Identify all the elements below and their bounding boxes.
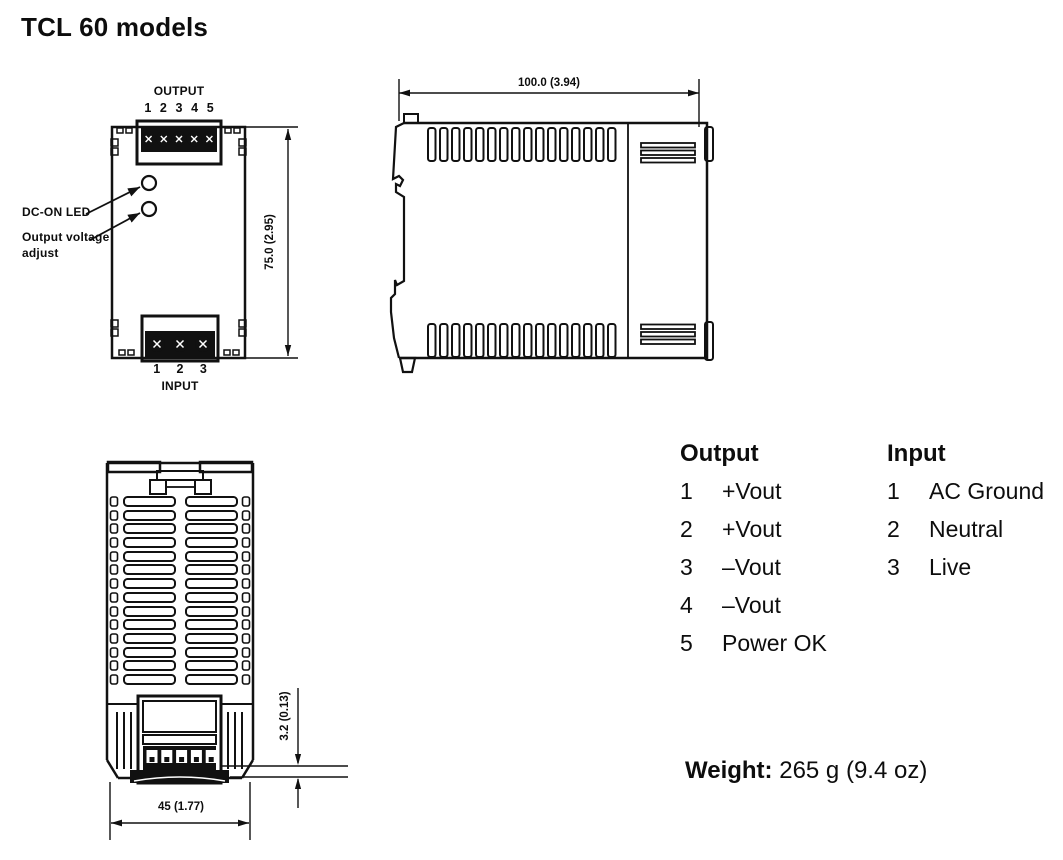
input-pin-1: 1 — [153, 362, 161, 376]
pin-length-dimension-label: 3.2 (0.13) — [279, 691, 291, 741]
output-pin-1: 1 — [144, 101, 152, 115]
side-right-clips — [704, 126, 714, 361]
height-dimension-label: 75.0 (2.95) — [264, 214, 276, 270]
input-legend-row: 1 AC Ground — [887, 477, 1044, 505]
side-terminal-ribs-bottom — [640, 323, 696, 345]
width-dimension-label: 100.0 (3.94) — [517, 77, 581, 89]
output-legend-row: 5 Power OK — [680, 629, 827, 657]
weight-label: Weight: — [685, 757, 773, 784]
voltage-adjust-label: Output voltage adjust — [22, 229, 109, 261]
dc-on-led-circle — [140, 174, 158, 192]
output-pin-5: 5 — [206, 101, 214, 115]
output-pin-3: 3 — [175, 101, 183, 115]
side-view — [389, 79, 714, 374]
input-pin-3: 3 — [199, 362, 207, 376]
bottom-side-ridges — [116, 712, 243, 769]
input-legend: Input 1 AC Ground 2 Neutral 3 Live — [887, 440, 1044, 591]
voltage-adjust-circle — [140, 200, 158, 218]
legend-pin-label: –Vout — [722, 554, 781, 580]
side-vent-slots-bottom — [427, 323, 617, 358]
input-pin-numbers: 1 2 3 — [145, 362, 215, 376]
input-pin-2: 2 — [176, 362, 184, 376]
front-corner-vents — [110, 127, 247, 356]
adjust-leader-line — [89, 212, 141, 241]
input-terminal-label: INPUT — [161, 379, 199, 393]
bottom-view — [105, 460, 348, 840]
bottom-vent-slots — [109, 496, 251, 685]
voltage-adjust-label-line1: Output voltage — [22, 230, 110, 244]
voltage-adjust-label-line2: adjust — [22, 246, 59, 260]
output-pin-numbers: 1 2 3 4 5 — [140, 101, 218, 115]
side-terminal-ribs-top — [640, 142, 696, 164]
output-legend-row: 1 +Vout — [680, 477, 827, 505]
legend-pin-number: 2 — [887, 516, 900, 542]
depth-dimension — [109, 782, 251, 840]
legend-pin-label: +Vout — [722, 478, 782, 504]
front-view — [85, 119, 298, 363]
legend-pin-number: 3 — [887, 554, 900, 580]
legend-pin-number: 4 — [680, 592, 693, 618]
legend-pin-number: 5 — [680, 630, 693, 656]
weight-note: Weight: 265 g (9.4 oz) — [685, 757, 927, 785]
output-legend-row: 2 +Vout — [680, 515, 827, 543]
legend-pin-number: 1 — [887, 478, 900, 504]
legend-pin-label: Live — [929, 554, 972, 580]
output-terminal-block — [135, 119, 223, 166]
input-terminal-block — [140, 314, 220, 363]
legend-pin-label: AC Ground — [929, 478, 1045, 504]
legend-pin-label: Power OK — [722, 630, 827, 656]
depth-dimension-label: 45 (1.77) — [157, 801, 205, 813]
output-legend-header: Output — [680, 440, 759, 467]
din-clip-foot — [398, 356, 417, 374]
side-body-outline — [399, 121, 709, 360]
output-pin-2: 2 — [159, 101, 167, 115]
input-legend-row: 3 Live — [887, 553, 1044, 581]
bottom-terminal-section — [107, 694, 253, 785]
output-legend-row: 4 –Vout — [680, 591, 827, 619]
legend-pin-label: Neutral — [929, 516, 1004, 542]
pin-length-dimension — [222, 688, 348, 808]
input-legend-row: 2 Neutral — [887, 515, 1044, 543]
input-legend-header: Input — [887, 440, 946, 467]
legend-pin-number: 3 — [680, 554, 693, 580]
output-legend-row: 3 –Vout — [680, 553, 827, 581]
led-leader-line — [85, 186, 141, 215]
bottom-din-clip — [106, 460, 254, 495]
output-terminal-label: OUTPUT — [153, 84, 205, 98]
legend-pin-label: +Vout — [722, 516, 782, 542]
side-vent-slots-top — [427, 127, 617, 162]
height-dimension — [246, 126, 298, 359]
output-legend: Output 1 +Vout 2 +Vout 3 –Vout 4 –Vout 5… — [680, 440, 827, 667]
dc-on-led-label: DC-ON LED — [22, 205, 91, 219]
legend-pin-label: –Vout — [722, 592, 781, 618]
side-top-tab — [403, 113, 419, 124]
width-dimension — [398, 79, 700, 127]
legend-pin-number: 1 — [680, 478, 693, 504]
weight-value: 265 g (9.4 oz) — [779, 757, 928, 784]
output-pin-4: 4 — [191, 101, 199, 115]
page-title: TCL 60 models — [21, 12, 209, 42]
legend-pin-number: 2 — [680, 516, 693, 542]
din-rail-clip-profile — [389, 122, 406, 359]
